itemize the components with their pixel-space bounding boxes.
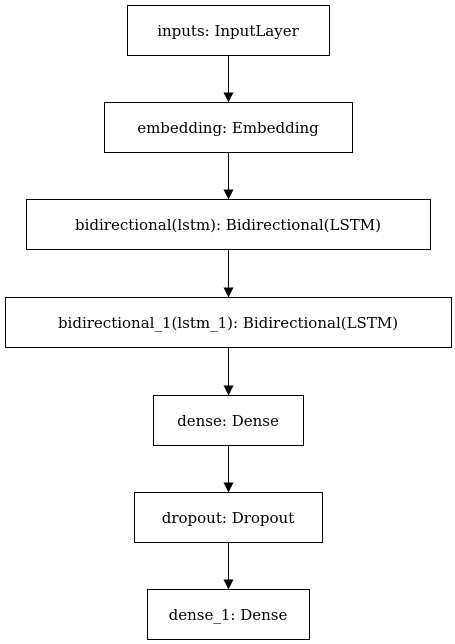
layer-label: bidirectional(lstm): Bidirectional(LSTM) <box>75 216 381 234</box>
layer-node-embedding: embedding: Embedding <box>104 102 353 153</box>
nodes-layer: inputs: InputLayer embedding: Embedding bi… <box>5 5 452 640</box>
layer-label: dense_1: Dense <box>169 606 288 624</box>
layer-label: bidirectional_1(lstm_1): Bidirectional(L… <box>58 314 398 332</box>
layer-node-dense-1: dense_1: Dense <box>147 589 310 640</box>
layer-box <box>147 589 310 640</box>
layer-box <box>104 102 353 153</box>
layer-node-inputs: inputs: InputLayer <box>127 5 330 56</box>
layer-label: embedding: Embedding <box>137 119 319 137</box>
layer-node-dropout: dropout: Dropout <box>134 492 323 543</box>
layer-label: dense: Dense <box>177 412 279 430</box>
layer-box <box>153 395 304 446</box>
layer-box <box>134 492 323 543</box>
layer-box <box>26 199 431 250</box>
layer-node-bidirectional: bidirectional(lstm): Bidirectional(LSTM) <box>26 199 431 250</box>
layer-label: inputs: InputLayer <box>157 22 299 40</box>
layer-node-dense: dense: Dense <box>153 395 304 446</box>
layer-box <box>127 5 330 56</box>
layer-label: dropout: Dropout <box>162 509 295 527</box>
layer-box <box>5 297 452 348</box>
layer-node-bidirectional-1: bidirectional_1(lstm_1): Bidirectional(L… <box>5 297 452 348</box>
